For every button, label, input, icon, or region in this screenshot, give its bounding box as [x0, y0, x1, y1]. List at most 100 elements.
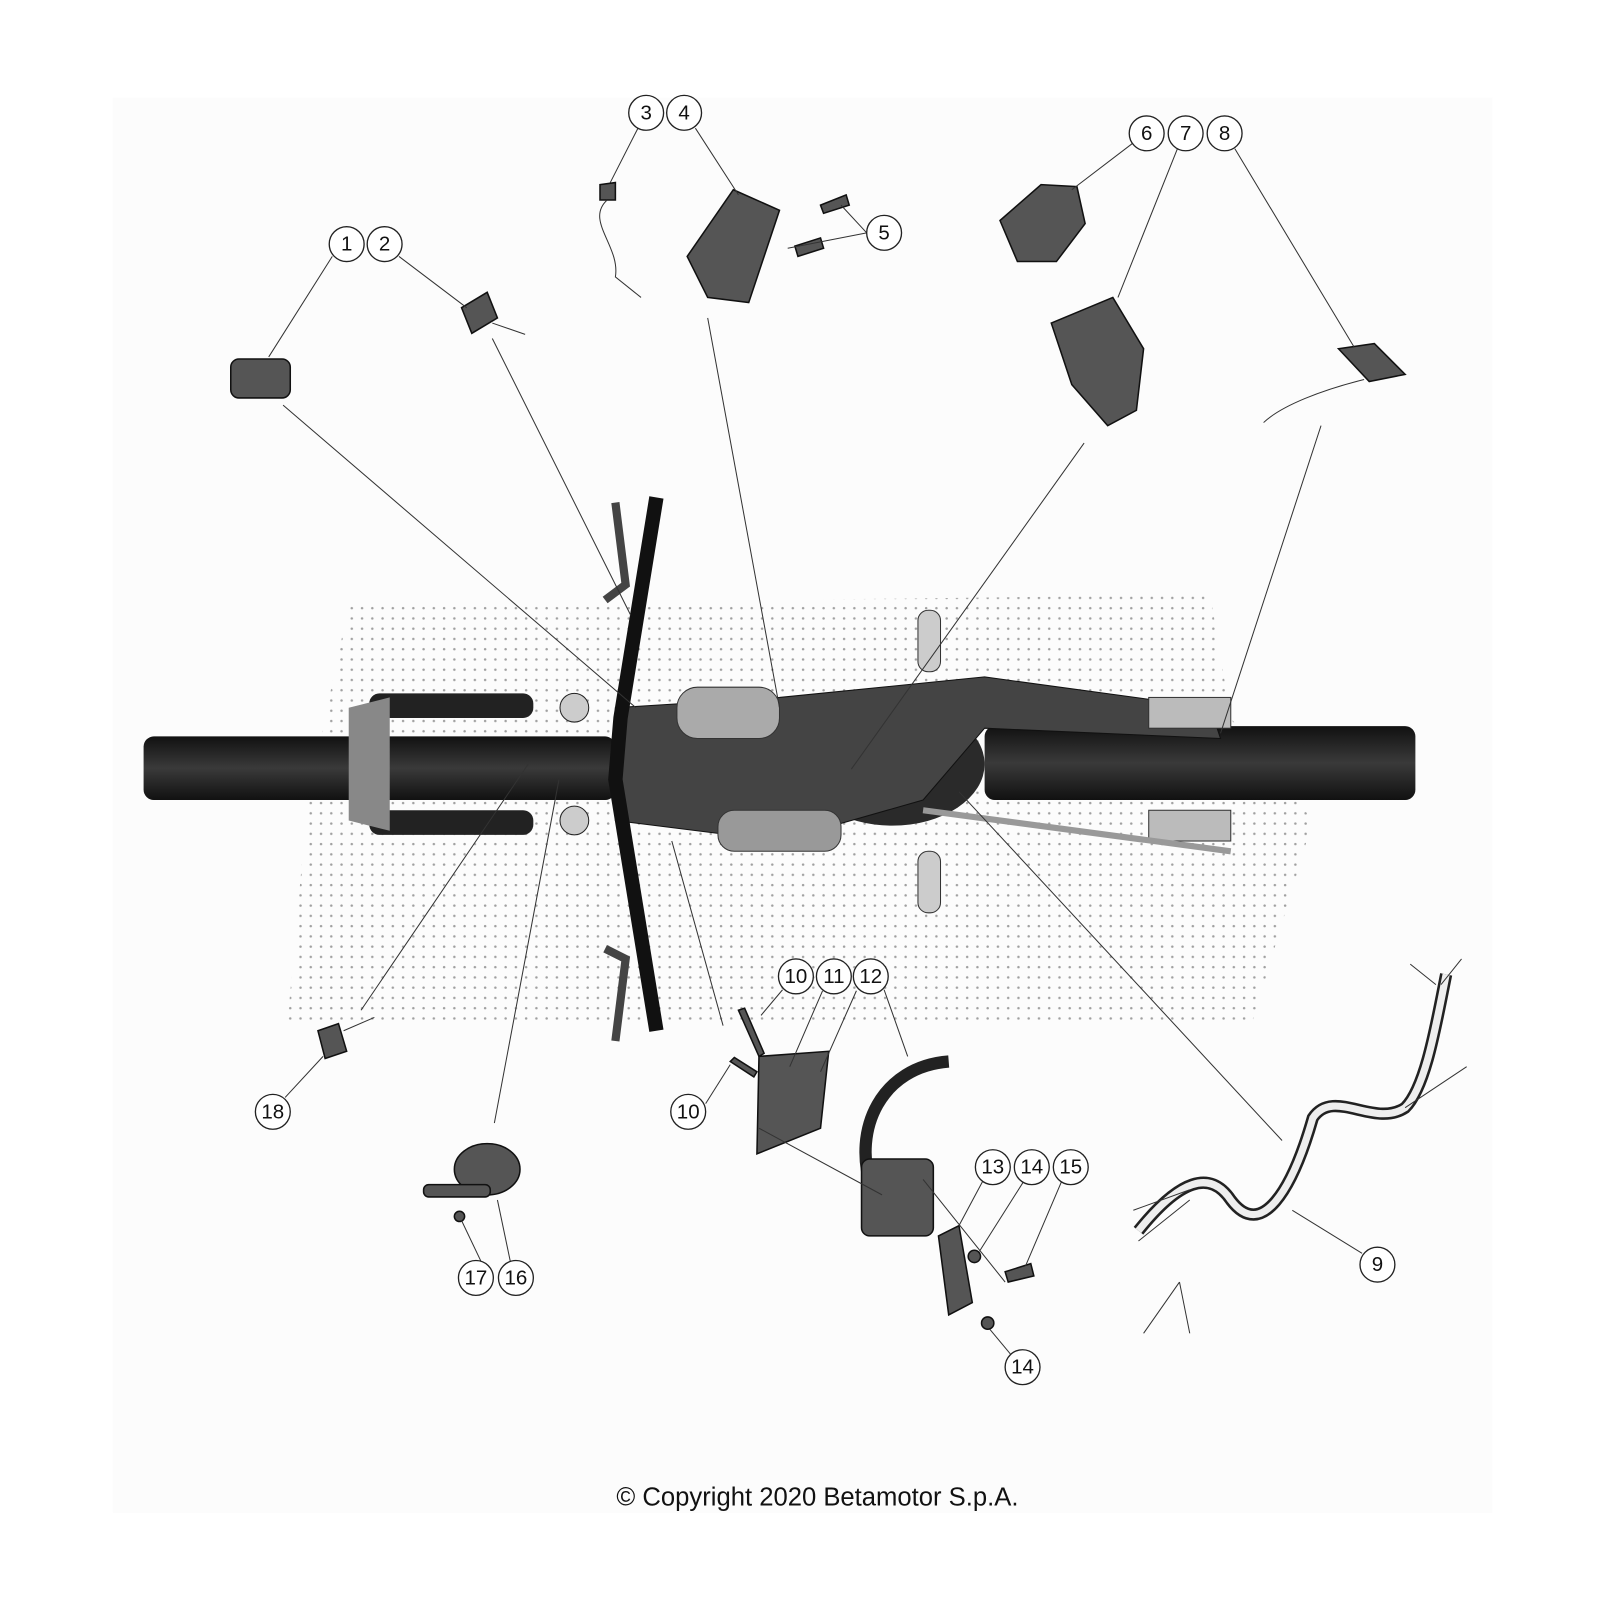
part-13-bracket	[937, 1224, 974, 1317]
callout-circle	[777, 958, 814, 995]
callout-circle	[628, 94, 665, 131]
part-16-horn-bracket	[422, 1183, 492, 1198]
footpeg-left	[917, 609, 942, 673]
part-3-cable	[599, 199, 642, 298]
part-4-regulator	[686, 188, 781, 304]
exhaust-pipe	[922, 807, 1232, 855]
part-18-switch	[317, 1022, 348, 1060]
part-8-cable	[1263, 378, 1365, 423]
part-8-light	[1336, 342, 1407, 383]
leader-line-9	[958, 791, 1363, 1254]
rear-side-panel-upper	[1148, 696, 1232, 729]
leader-line-6-7	[850, 143, 1178, 770]
callout-6: 6	[1128, 115, 1165, 152]
callout-number: 6	[1141, 122, 1152, 145]
fork-cap-upper	[559, 692, 590, 723]
callout-circle	[666, 94, 703, 131]
leader-line-13-15	[922, 1179, 1063, 1355]
callout-number: 10	[677, 1100, 700, 1123]
callout-circle	[974, 1149, 1011, 1186]
part-5-bolt	[793, 193, 851, 258]
part-11-bracket	[756, 1050, 830, 1155]
callout-circle	[865, 214, 903, 251]
radiator-left	[676, 686, 780, 739]
fork-leg-upper	[369, 693, 534, 718]
part-6-module	[999, 183, 1086, 263]
clutch-lever	[603, 945, 631, 1042]
callout-2: 2	[366, 226, 403, 263]
part-17-screw	[453, 1210, 466, 1223]
callout-11: 11	[815, 958, 852, 995]
callout-17: 17	[457, 1259, 494, 1297]
leader-lines	[268, 127, 1363, 1355]
callout-15: 15	[1052, 1149, 1089, 1186]
callout-number: 7	[1180, 122, 1191, 145]
leader-line-1	[268, 256, 637, 709]
callout-circle	[852, 958, 889, 995]
callout-number: 14	[1020, 1156, 1043, 1179]
callout-number: 18	[261, 1100, 284, 1123]
callout-circle	[457, 1259, 494, 1297]
callout-circle	[254, 1093, 291, 1130]
part-10-bolt	[729, 1007, 766, 1079]
callout-number: 11	[823, 965, 844, 988]
part-14-nut	[967, 1249, 982, 1264]
callout-1: 1	[328, 226, 365, 263]
callout-number: 8	[1219, 122, 1230, 145]
part-12-ignition-coil	[860, 1158, 935, 1237]
callout-13: 13	[974, 1149, 1011, 1186]
callout-number: 16	[504, 1266, 527, 1289]
part-3-connector	[599, 181, 617, 201]
callout-circle	[1206, 115, 1243, 152]
callout-number: 9	[1372, 1253, 1383, 1276]
callouts: 1 2 3 4 5 6 7 8 9 10 11 12 10 13 14 15 1…	[254, 94, 1396, 1386]
leader-line-18	[284, 763, 529, 1098]
callout-number: 3	[640, 101, 651, 124]
footpeg-right	[917, 850, 942, 914]
part-18-cable	[343, 1016, 375, 1032]
leader-line-16-17	[461, 779, 560, 1264]
part-9-harness-core	[1135, 973, 1450, 1234]
callout-14-lower: 14	[1004, 1349, 1041, 1386]
callout-12: 12	[852, 958, 889, 995]
leader-line-10-11	[760, 989, 857, 1073]
callout-10-lower: 10	[670, 1093, 707, 1130]
part-7-cdi	[1050, 296, 1145, 427]
leader-line-to-bike	[671, 840, 724, 1026]
callout-circle	[1128, 115, 1165, 152]
leader-line-12	[758, 989, 909, 1196]
callout-number: 1	[341, 233, 352, 256]
callout-8: 8	[1206, 115, 1243, 152]
callout-number: 13	[981, 1156, 1004, 1179]
parts	[230, 181, 1467, 1334]
callout-number: 14	[1011, 1356, 1034, 1379]
fork-leg-lower	[369, 810, 534, 835]
rear-tire	[984, 726, 1416, 800]
callout-number: 12	[859, 965, 882, 988]
part-1-switch	[230, 358, 292, 399]
leader-line-10-lower	[705, 1064, 731, 1104]
callout-circle	[366, 226, 403, 263]
callout-circle	[328, 226, 365, 263]
part-2-cable	[492, 322, 526, 335]
callout-16: 16	[497, 1259, 534, 1297]
callout-number: 10	[784, 965, 807, 988]
copyright-text: © Copyright 2020 Betamotor S.p.A.	[616, 1484, 1018, 1512]
handlebar	[608, 496, 664, 1032]
callout-circle	[1004, 1349, 1041, 1386]
motorcycle-top-view	[143, 496, 1416, 1042]
callout-circle	[1013, 1149, 1050, 1186]
engine-cover	[717, 809, 842, 852]
fork-cap-lower	[559, 805, 590, 836]
callout-14: 14	[1013, 1149, 1050, 1186]
leader-line-5	[787, 204, 868, 249]
front-fender	[348, 697, 390, 831]
callout-10: 10	[777, 958, 814, 995]
callout-circle	[1052, 1149, 1089, 1186]
callout-circle	[670, 1093, 707, 1130]
brake-lever	[602, 502, 631, 604]
leader-line-8	[1220, 148, 1355, 734]
callout-3: 3	[628, 94, 665, 131]
callout-number: 15	[1059, 1156, 1082, 1179]
